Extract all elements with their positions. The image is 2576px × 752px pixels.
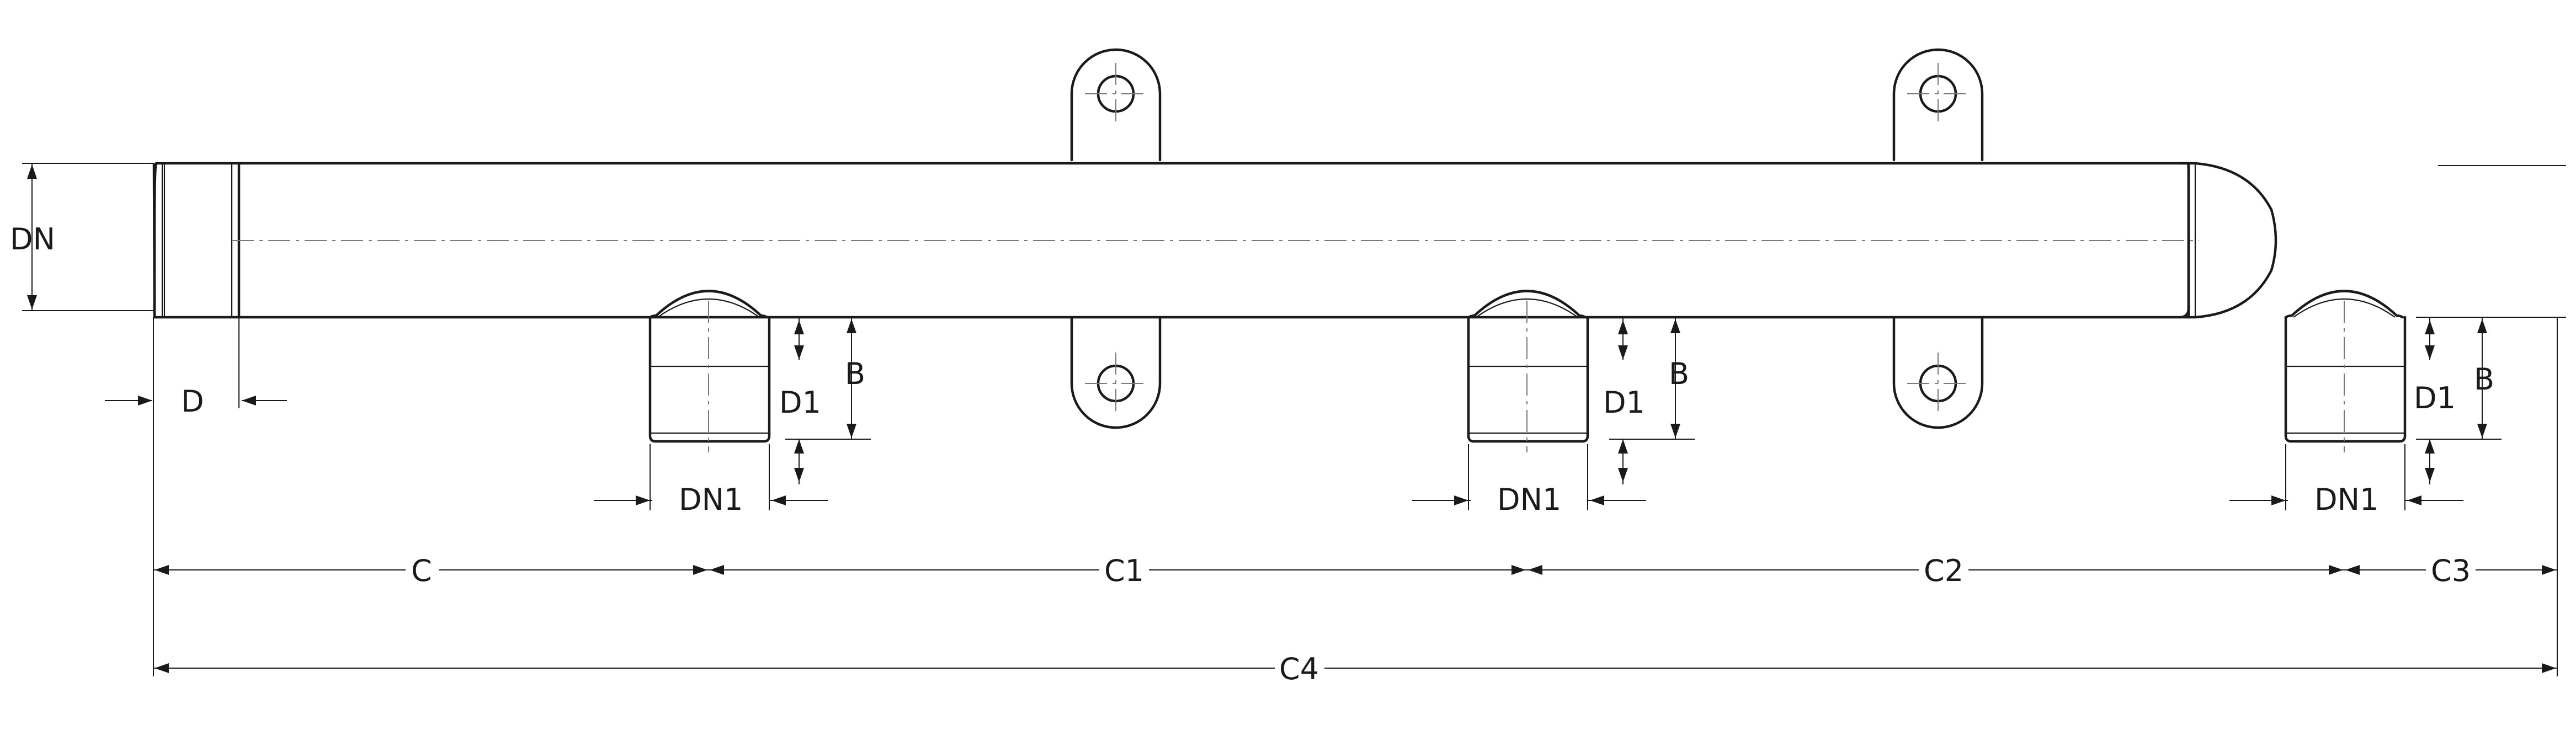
outlet-2-d1-label: D1 bbox=[1603, 385, 1645, 420]
d-label: D bbox=[181, 384, 204, 419]
overall-dimension bbox=[153, 663, 2557, 673]
mounting-bracket-bottom-1 bbox=[1072, 317, 1160, 428]
extension-lines bbox=[153, 165, 2566, 676]
d-dimension bbox=[105, 317, 287, 408]
outlet-2-b-label: B bbox=[1669, 356, 1689, 391]
outlet-1-b-label: B bbox=[845, 356, 865, 391]
outlet-3-b-label: B bbox=[2474, 362, 2494, 397]
mounting-bracket-top-1 bbox=[1072, 50, 1160, 160]
chain-dimension bbox=[153, 565, 2557, 575]
c1-label: C1 bbox=[1104, 553, 1144, 588]
outlet-2-dn1-label: DN1 bbox=[1497, 482, 1561, 517]
threaded-inlet bbox=[152, 163, 240, 319]
dn-label: DN bbox=[10, 222, 55, 257]
c-label: C bbox=[411, 553, 432, 588]
outlet-3-d1-label: D1 bbox=[2414, 381, 2456, 415]
dn-dimension bbox=[22, 163, 153, 311]
outlet-1 bbox=[650, 291, 769, 453]
c4-label: C4 bbox=[1279, 652, 1319, 686]
mounting-bracket-bottom-2 bbox=[1894, 317, 1982, 428]
c3-label-bg bbox=[2426, 552, 2476, 588]
c1-label-bg bbox=[1099, 552, 1149, 588]
end-cap bbox=[2179, 162, 2277, 319]
c2-label: C2 bbox=[1924, 553, 1963, 588]
outlet-2 bbox=[1468, 291, 1588, 453]
c4-label-bg bbox=[1275, 650, 1324, 686]
outlet-3-dn1-label: DN1 bbox=[2314, 482, 2378, 517]
outlet-3 bbox=[2286, 291, 2405, 453]
c3-label: C3 bbox=[2431, 553, 2471, 588]
c-label-bg bbox=[406, 552, 439, 588]
outlet-1-d1-label: D1 bbox=[779, 385, 821, 420]
c2-label-bg bbox=[1919, 552, 1968, 588]
mounting-bracket-top-2 bbox=[1894, 50, 1982, 160]
outlet-1-dn1-label: DN1 bbox=[679, 482, 743, 517]
